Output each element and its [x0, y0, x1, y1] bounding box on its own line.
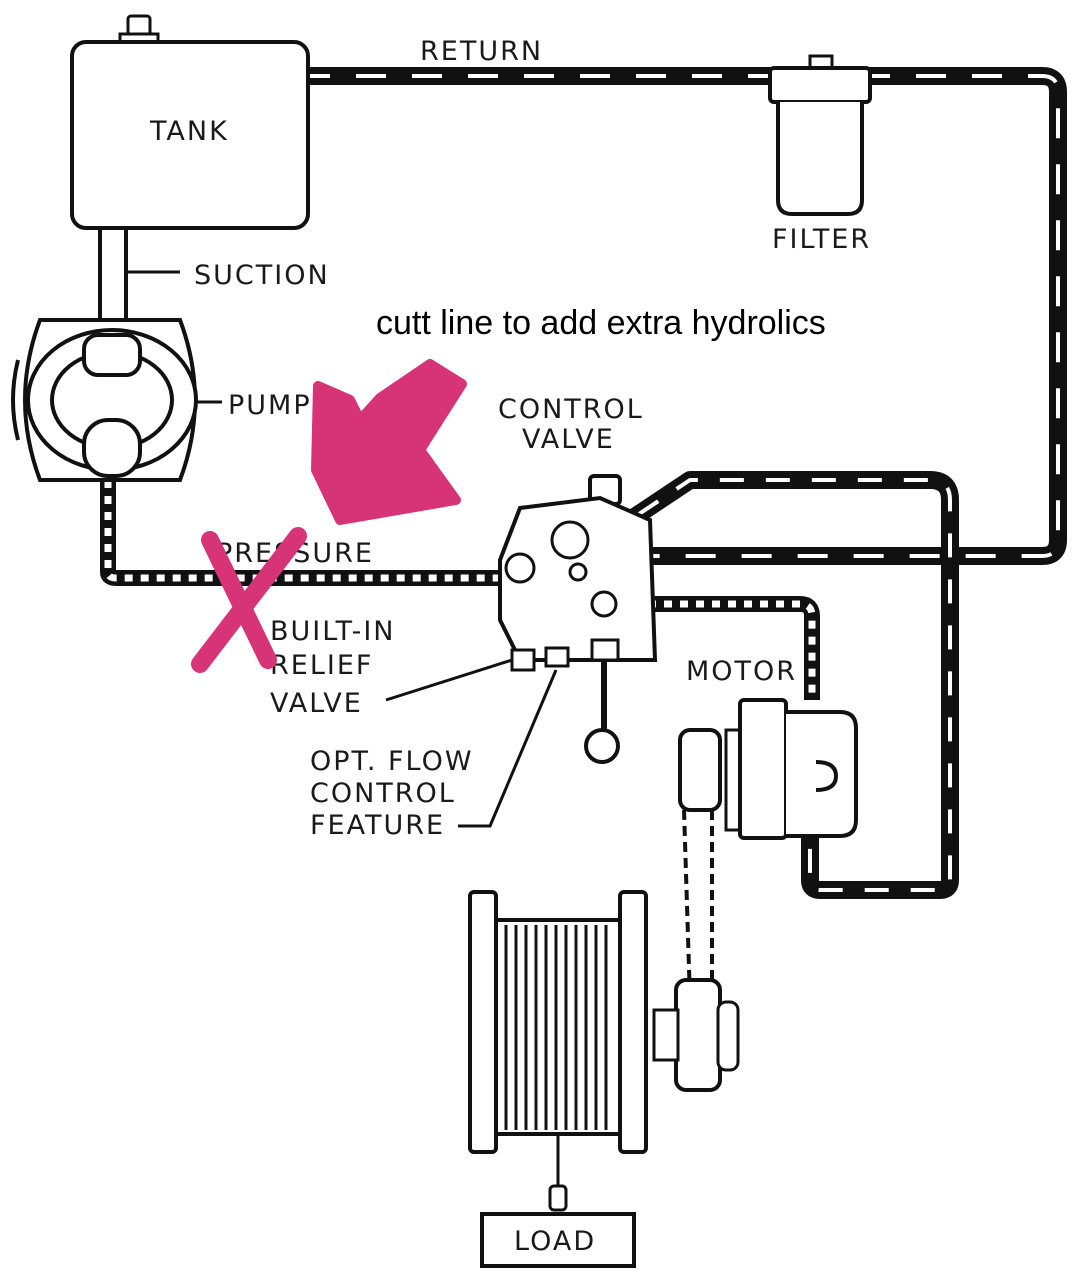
relief-label-3: VALVE: [270, 688, 363, 719]
chain-drive: [652, 728, 740, 1092]
filter: FILTER: [768, 54, 872, 255]
pressure-line: [100, 480, 500, 586]
annotation-note: cutt line to add extra hydrolics: [376, 304, 826, 342]
scribble-mark: [311, 359, 467, 525]
flow-label-3: FEATURE: [310, 810, 445, 841]
filter-label: FILTER: [772, 224, 871, 255]
return-line: [300, 67, 1067, 565]
relief-valve-callout: BUILT-IN RELIEF VALVE: [270, 616, 513, 719]
x-mark: [191, 527, 307, 673]
motor-supply-line: [600, 596, 820, 700]
winch-cable: [504, 925, 608, 1130]
motor-label: MOTOR: [686, 656, 797, 687]
control-valve-label-1: CONTROL: [498, 394, 644, 425]
flow-label-2: CONTROL: [310, 778, 456, 809]
winch-drum: [468, 890, 648, 1212]
load-label: LOAD: [514, 1226, 596, 1257]
control-valve: CONTROL VALVE: [498, 394, 658, 764]
control-valve-label-2: VALVE: [522, 424, 615, 455]
motor: MOTOR: [686, 656, 858, 840]
tank: TANK: [70, 14, 310, 230]
flow-label-1: OPT. FLOW: [310, 746, 474, 777]
tank-label: TANK: [149, 116, 229, 147]
pump-label: PUMP: [228, 390, 312, 421]
return-label: RETURN: [420, 36, 543, 67]
load-box: LOAD: [480, 1212, 636, 1268]
pump: PUMP: [11, 318, 312, 482]
motor-line: [595, 471, 959, 899]
annotation-overlay: cutt line to add extra hydrolics: [191, 304, 826, 673]
relief-label-2: RELIEF: [270, 650, 373, 681]
relief-label-1: BUILT-IN: [270, 616, 396, 647]
suction-label: SUCTION: [194, 260, 330, 291]
flow-control-callout: OPT. FLOW CONTROL FEATURE: [310, 669, 558, 841]
